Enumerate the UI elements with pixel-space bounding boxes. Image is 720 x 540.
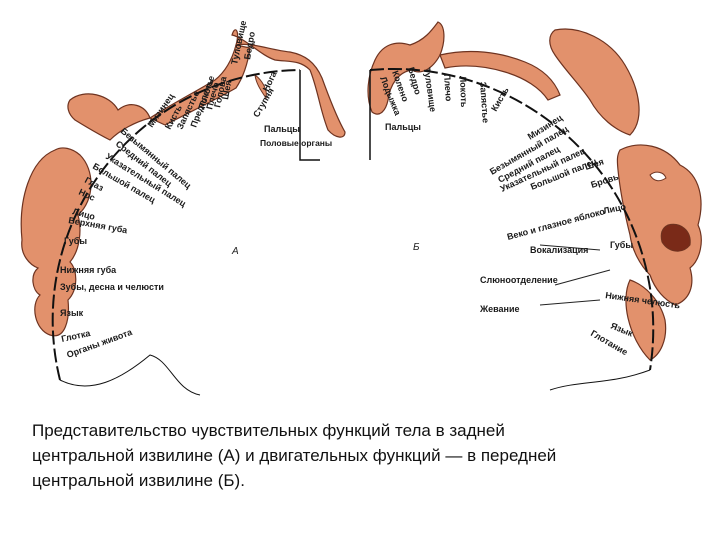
label-chewing-r: Жевание xyxy=(479,304,520,314)
left-homunculus-genitals xyxy=(254,73,267,100)
label-shoulder-r: Плечо xyxy=(442,73,454,102)
right-homunculus xyxy=(367,21,702,361)
left-homunculus-leg xyxy=(231,29,346,138)
right-cortex-arc xyxy=(369,67,655,371)
left-cortex-inner xyxy=(299,70,320,161)
label-face-r: Лицо xyxy=(602,201,627,216)
label-brow-r: Бровь xyxy=(590,171,621,189)
label-genitals-l: Половые органы xyxy=(260,138,332,148)
right-homunculus-leg xyxy=(367,21,445,115)
label-teeth-l: Зубы, десна и челюсти xyxy=(60,282,164,292)
label-lips-r: Губы xyxy=(610,240,633,250)
right-homunculus-trunk xyxy=(439,50,561,101)
left-hemisphere-letter: А xyxy=(231,246,239,257)
right-homunculus-eye xyxy=(649,171,667,182)
label-vocalization-r: Вокализация xyxy=(530,245,588,255)
label-tongue-l: Язык xyxy=(60,308,84,318)
label-trunk-r: Туловище xyxy=(422,67,438,113)
figure-caption: Представительство чувствительных функций… xyxy=(32,418,682,493)
right-homunculus-jaw xyxy=(625,279,667,361)
label-hand-r: Кисть xyxy=(489,85,511,113)
pointer-vocalization xyxy=(539,244,601,251)
caption-line-1: Представительство чувствительных функций… xyxy=(32,421,505,440)
right-homunculus-mouth xyxy=(660,223,691,252)
label-lower-lip-l: Нижняя губа xyxy=(60,265,117,275)
left-brainstem xyxy=(59,354,201,396)
pointer-chewing xyxy=(539,299,601,306)
left-cortex-arc xyxy=(51,69,301,381)
label-toes-r: Пальцы xyxy=(385,122,421,132)
label-foot-l: Ступня xyxy=(251,86,276,119)
homunculus-figure: А Б Бедро Туловище Шея Голова Плечо Локо… xyxy=(20,20,702,396)
left-homunculus-hand xyxy=(67,93,151,141)
caption-line-2: центральной извилине (А) и двигательных … xyxy=(32,446,557,465)
label-salivation-r: Слюноотделение xyxy=(480,275,558,285)
caption-line-3: центральной извилине (Б). xyxy=(32,471,245,490)
pointer-salivation xyxy=(554,269,611,286)
label-wrist-r: Запястье xyxy=(478,81,491,123)
label-lips-l: Губы xyxy=(64,236,87,246)
cortex-outline xyxy=(51,67,655,396)
right-pointer-lines xyxy=(539,244,611,306)
right-homunculus-hand xyxy=(549,28,640,136)
right-homunculus-face xyxy=(616,144,702,306)
label-toes-l: Пальцы xyxy=(264,124,300,134)
label-neck-l: Шея xyxy=(220,80,233,101)
right-hemisphere-letter: Б xyxy=(413,242,420,253)
right-brainstem xyxy=(549,369,651,391)
label-elbow-r: Локоть xyxy=(458,76,469,108)
label-eyelid-r: Веко и глазное яблоко xyxy=(506,206,606,242)
label-thigh-l: Бедро xyxy=(242,30,257,60)
